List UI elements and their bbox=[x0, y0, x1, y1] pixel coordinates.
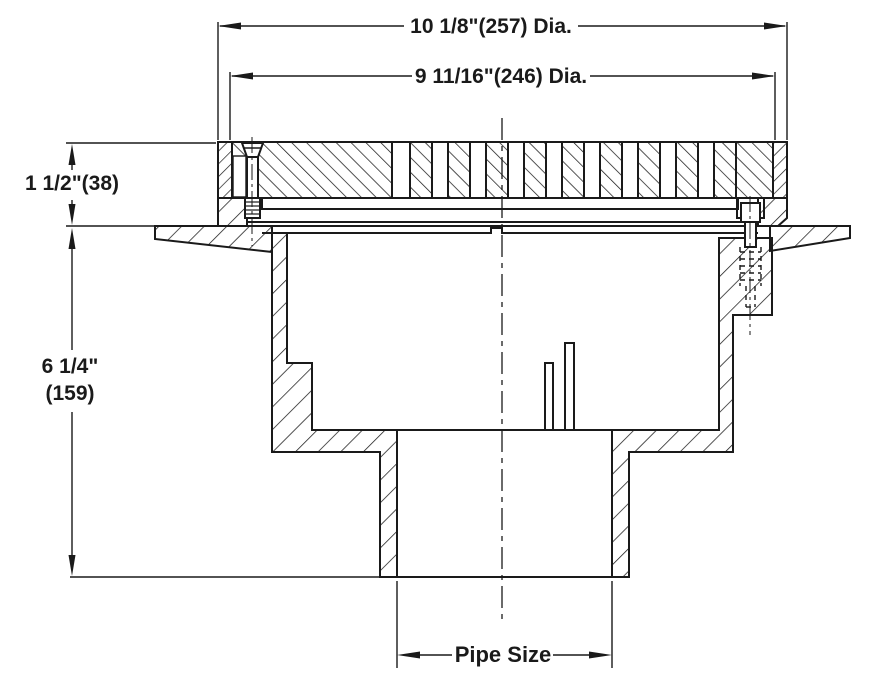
liner-bottom-line bbox=[262, 227, 758, 234]
grate-bar bbox=[409, 141, 433, 199]
left-bolt bbox=[232, 137, 265, 246]
frame-band-left bbox=[217, 141, 233, 199]
bolt-clearance-slot bbox=[232, 155, 247, 198]
left-rim-foot bbox=[217, 197, 248, 227]
grate-bar bbox=[485, 141, 509, 199]
floor-rib-tall bbox=[564, 342, 575, 431]
dimension-annotations bbox=[66, 22, 788, 668]
dim-grate-diameter-label: 9 11/16"(246) Dia. bbox=[415, 65, 587, 88]
grate-bar bbox=[561, 141, 585, 199]
grate-outline bbox=[218, 141, 787, 199]
grate-bar bbox=[599, 141, 623, 199]
grate-bar bbox=[713, 141, 737, 199]
frame-band-right bbox=[772, 141, 788, 199]
dim-body-depth-inches-label: 6 1/4" bbox=[42, 355, 99, 378]
floor-ribs bbox=[544, 342, 575, 431]
grate-bar bbox=[447, 141, 471, 199]
arrowhead-right bbox=[764, 22, 787, 30]
dim-grate-depth-label: 1 1/2"(38) bbox=[25, 172, 119, 195]
grate-solid-right bbox=[735, 141, 774, 199]
grate-bar bbox=[675, 141, 699, 199]
floor-rib-short bbox=[544, 362, 554, 431]
dim-pipe-size-label: Pipe Size bbox=[455, 642, 552, 667]
dim-body-depth-mm-label: (159) bbox=[45, 382, 94, 405]
dim-outer-diameter-label: 10 1/8"(257) Dia. bbox=[410, 15, 572, 38]
arrowhead-up bbox=[68, 228, 76, 249]
arrowhead-right bbox=[589, 651, 612, 659]
right-bolt bbox=[736, 196, 765, 335]
right-rim-foot bbox=[757, 197, 788, 227]
arrowhead-down bbox=[68, 204, 76, 225]
arrowhead-left bbox=[218, 22, 241, 30]
grate-bar bbox=[523, 141, 547, 199]
dimension-arrowheads bbox=[68, 22, 787, 659]
arrowhead-right bbox=[752, 72, 775, 80]
arrowhead-left bbox=[230, 72, 253, 80]
dimension-labels: 10 1/8"(257) Dia. 9 11/16"(246) Dia. 1 1… bbox=[25, 15, 587, 667]
arrowhead-down bbox=[68, 555, 76, 576]
arrowhead-up bbox=[68, 144, 76, 165]
arrowhead-left bbox=[397, 651, 420, 659]
grate-bar bbox=[637, 141, 661, 199]
